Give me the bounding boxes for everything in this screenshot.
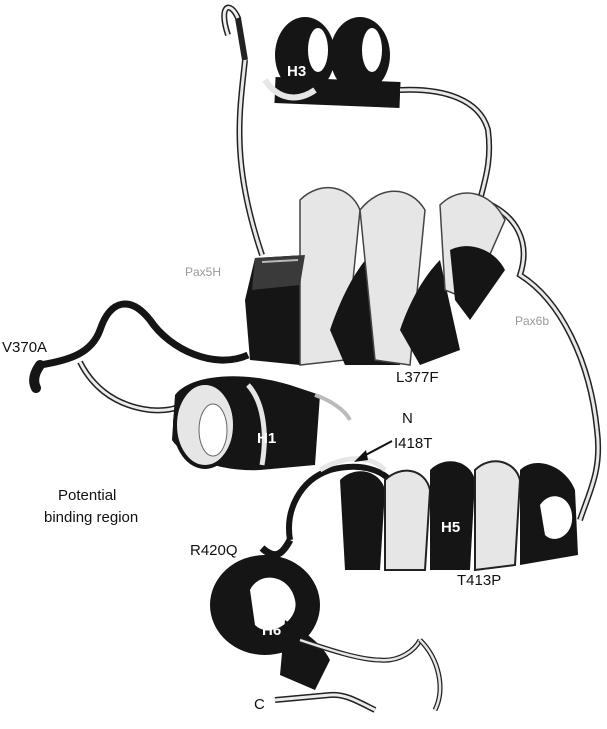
helix-h6-label: H6 [262,622,281,639]
faint-label-left: Pax5H [185,265,221,279]
label-i418t: I418T [394,435,432,452]
label-potential-line2: binding region [44,509,138,526]
label-t413p: T413P [457,572,501,589]
helix-h5: H5 [289,459,578,570]
label-r420q: R420Q [190,542,238,559]
label-potential-line1: Potential [58,487,116,504]
helix-h1: H1 [172,376,350,470]
faint-label-right: Pax6b [515,314,549,328]
helix-h2 [245,188,505,365]
label-l377f: L377F [396,369,439,386]
arrow-i418t [354,441,392,462]
helix-h1-label: H1 [257,430,276,447]
label-c-terminus: C [254,696,265,713]
helix-h3: H3 [224,8,400,98]
helix-h5-label: H5 [441,519,460,536]
label-v370a: V370A [2,339,47,356]
label-n-terminus: N [402,410,413,427]
helix-h3-label: H3 [287,63,306,80]
